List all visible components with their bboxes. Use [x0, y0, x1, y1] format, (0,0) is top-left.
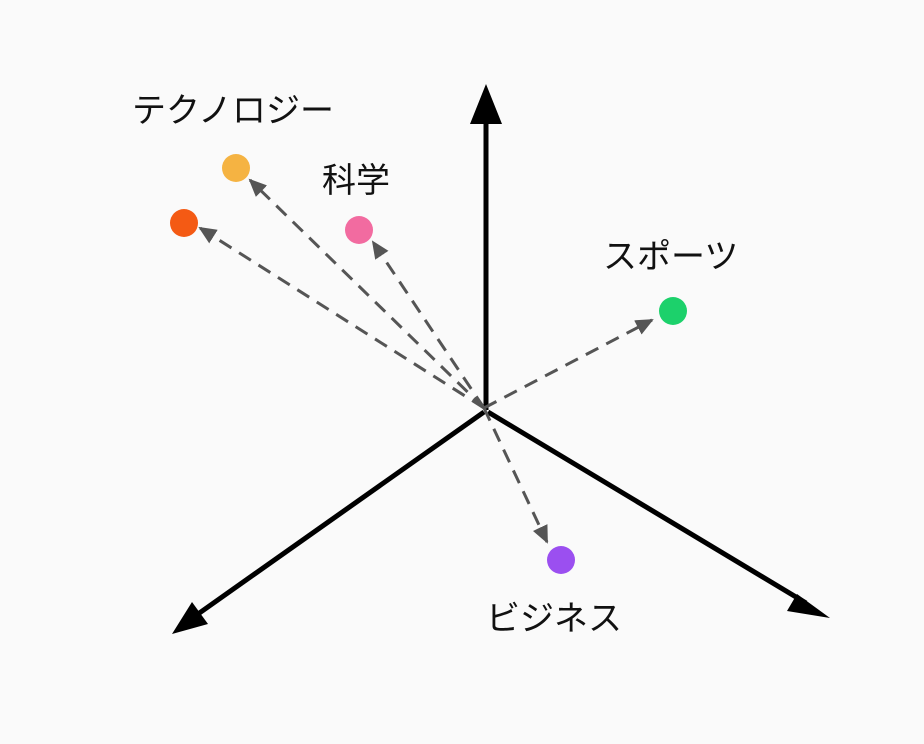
point-technology-orange [222, 154, 250, 182]
axis-up-arrowhead [470, 84, 502, 124]
point-sports [659, 297, 687, 325]
vector-technology-red [198, 226, 485, 410]
point-business [547, 546, 575, 574]
label-technology: テクノロジー [132, 91, 334, 131]
vector-sports [483, 318, 654, 410]
axis-arrowheads [172, 84, 830, 634]
labels: テクノロジー 科学 スポーツ ビジネス [132, 91, 738, 639]
label-science: 科学 [322, 161, 390, 201]
point-science [345, 216, 373, 244]
label-business: ビジネス [486, 599, 622, 639]
vector-technology-orange [248, 178, 486, 410]
axis-lower-right [486, 409, 808, 606]
vector-science [371, 240, 486, 409]
vectors [198, 178, 654, 544]
points [170, 154, 687, 574]
point-technology-red [170, 209, 198, 237]
axis-lower-right-arrowhead [787, 594, 830, 618]
label-sports: スポーツ [603, 237, 738, 277]
axes [196, 122, 808, 617]
axis-lower-left [196, 409, 486, 617]
vector-business [482, 407, 549, 544]
axis-lower-left-arrowhead [172, 602, 208, 634]
